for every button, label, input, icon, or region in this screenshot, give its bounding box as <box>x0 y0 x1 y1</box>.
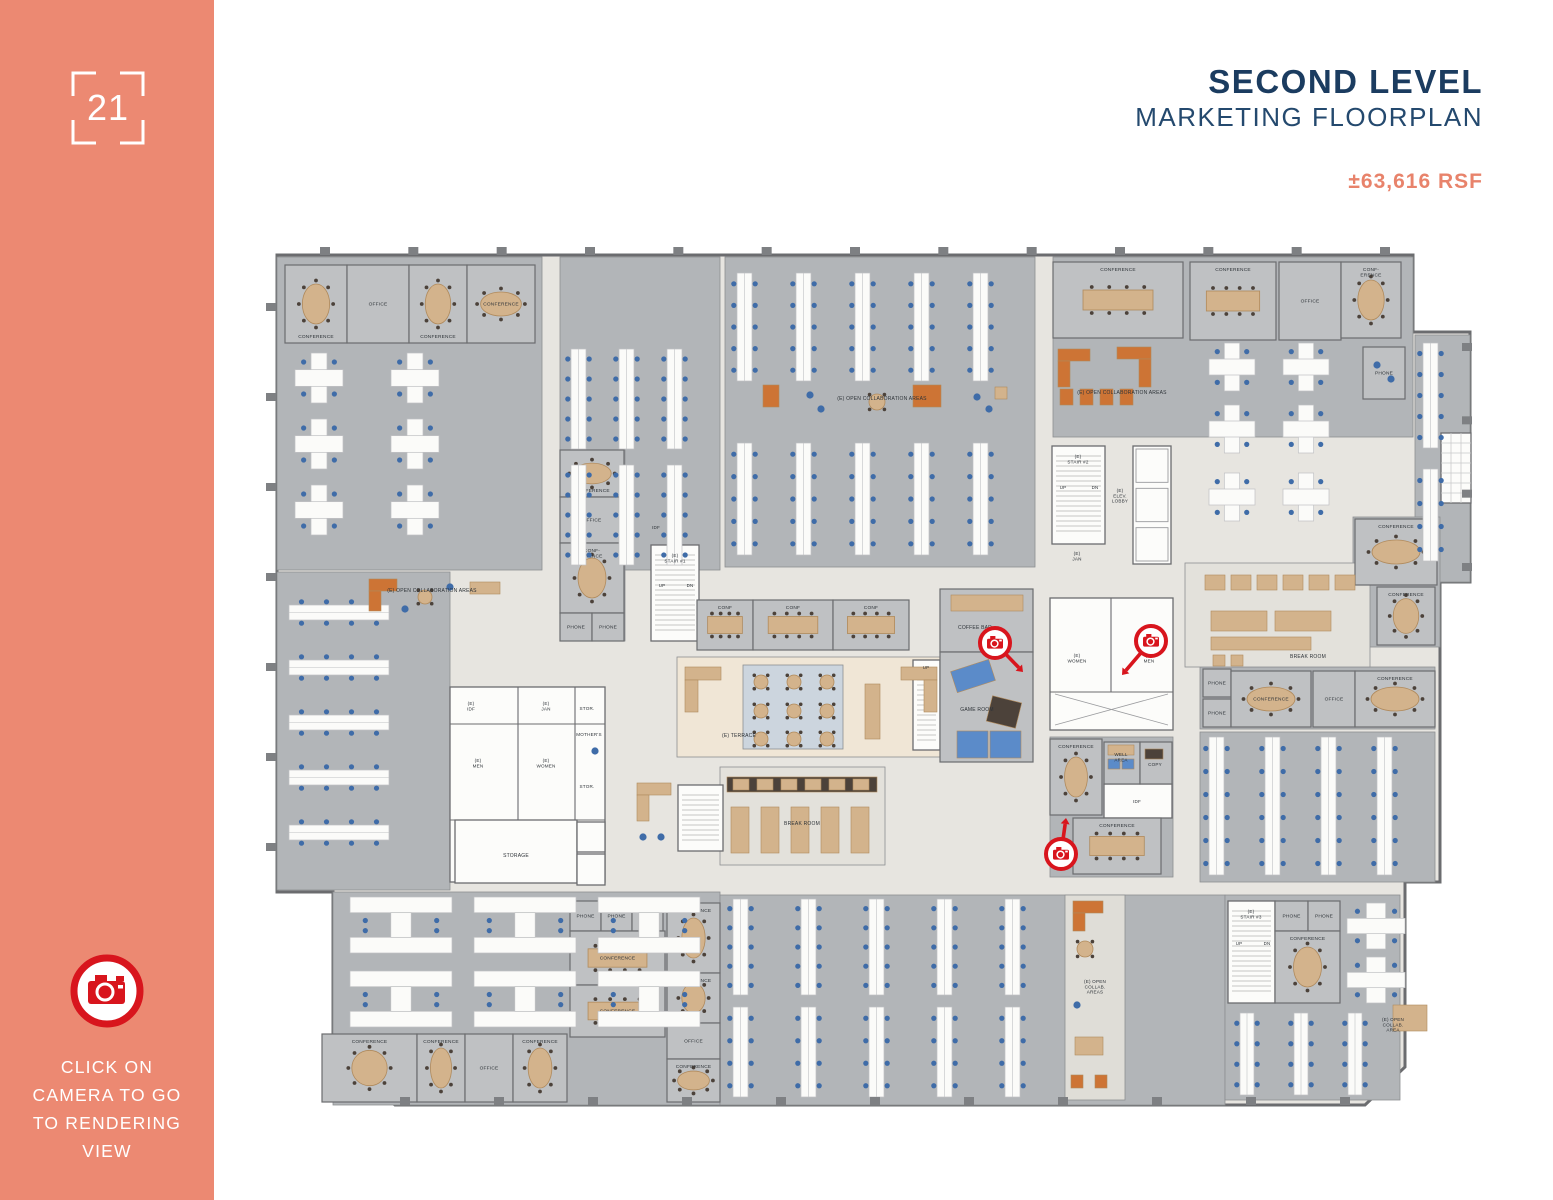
legend-camera-icon[interactable] <box>68 952 146 1035</box>
svg-text:CONFERENCE: CONFERENCE <box>1215 267 1251 273</box>
svg-text:(E) TERRACE: (E) TERRACE <box>722 733 757 739</box>
svg-text:(E) OPEN COLLABORATION AREAS: (E) OPEN COLLABORATION AREAS <box>387 588 477 594</box>
svg-text:CONFERENCE: CONFERENCE <box>1377 676 1413 682</box>
legend-line-3: TO RENDERING <box>32 1113 182 1133</box>
svg-text:OFFICE: OFFICE <box>1301 299 1320 305</box>
svg-text:CONF-ERENCE: CONF-ERENCE <box>581 548 602 560</box>
svg-text:STOR.: STOR. <box>580 706 595 711</box>
svg-text:GAME ROOM: GAME ROOM <box>960 707 993 713</box>
rsf-label: ±63,616 RSF <box>1348 170 1483 193</box>
svg-text:(E)STAIR #2: (E)STAIR #2 <box>1067 454 1088 464</box>
svg-text:PHONE: PHONE <box>1315 914 1333 920</box>
svg-text:IDF: IDF <box>652 525 660 530</box>
page-number: 21 <box>86 87 130 128</box>
svg-text:(E)JAN: (E)JAN <box>541 701 550 711</box>
svg-text:MOTHER'S: MOTHER'S <box>576 732 601 737</box>
legend-line-2: CAMERA TO GO <box>32 1085 182 1105</box>
svg-text:CONFERENCE: CONFERENCE <box>483 302 519 308</box>
svg-text:BREAK ROOM: BREAK ROOM <box>784 821 820 827</box>
svg-text:(E)JAN: (E)JAN <box>1072 551 1081 561</box>
svg-text:CONFERENCE: CONFERENCE <box>420 334 456 340</box>
sidebar: 21 CLICK ON CAMERA TO GO TO RENDERING VI… <box>0 0 214 1200</box>
svg-text:DN: DN <box>1092 485 1099 490</box>
camera-hotspot-2[interactable] <box>1122 624 1168 675</box>
svg-text:PHONE: PHONE <box>599 625 617 631</box>
svg-text:OFFICE: OFFICE <box>369 302 388 308</box>
bracket-frame-icon <box>71 71 145 145</box>
floorplan: CONFERENCE OFFICE CONFERENCE CONFERENCE CONF… <box>265 237 1475 1142</box>
svg-text:CONFERENCE: CONFERENCE <box>574 488 610 494</box>
svg-text:STORAGE: STORAGE <box>503 853 529 859</box>
svg-text:STOR.: STOR. <box>580 784 595 789</box>
svg-text:CONFERENCE: CONFERENCE <box>1290 936 1326 942</box>
svg-text:DN: DN <box>687 583 694 588</box>
svg-text:PHONE: PHONE <box>1375 371 1393 377</box>
svg-text:(E)IDF: (E)IDF <box>467 701 475 711</box>
svg-text:CONF: CONF <box>786 605 800 611</box>
camera-hotspot-3[interactable] <box>1044 818 1078 871</box>
svg-text:UP: UP <box>923 665 930 670</box>
svg-text:CONFERENCE: CONFERENCE <box>352 1039 388 1045</box>
svg-text:PHONE: PHONE <box>1208 711 1226 717</box>
legend-text: CLICK ON CAMERA TO GO TO RENDERING VIEW <box>0 1053 214 1165</box>
svg-text:(E)STAIR #3: (E)STAIR #3 <box>1240 909 1261 919</box>
svg-text:UP: UP <box>1060 485 1067 490</box>
svg-text:CONFERENCE: CONFERENCE <box>522 1039 558 1045</box>
svg-text:IDF: IDF <box>1133 799 1141 804</box>
svg-text:PHONE: PHONE <box>1208 681 1226 687</box>
page-number-badge: 21 <box>68 68 148 148</box>
svg-text:CONFERENCE: CONFERENCE <box>298 334 334 340</box>
svg-text:PHONE: PHONE <box>607 914 625 920</box>
svg-text:CONFERENCE: CONFERENCE <box>423 1039 459 1045</box>
svg-text:CONFERENCE: CONFERENCE <box>676 1064 712 1070</box>
svg-text:(E) OPEN COLLABORATION AREAS: (E) OPEN COLLABORATION AREAS <box>837 396 927 402</box>
legend-line-4: VIEW <box>82 1141 132 1161</box>
svg-text:(E)WOMEN: (E)WOMEN <box>1067 653 1086 663</box>
svg-text:PHONE: PHONE <box>567 625 585 631</box>
svg-text:OFFICE: OFFICE <box>480 1066 499 1072</box>
svg-text:BREAK ROOM: BREAK ROOM <box>1290 654 1326 660</box>
legend-line-1: CLICK ON <box>60 1057 154 1077</box>
svg-text:CONFERENCE: CONFERENCE <box>1388 592 1424 598</box>
svg-text:CONF: CONF <box>864 605 878 611</box>
svg-text:PHONE: PHONE <box>576 914 594 920</box>
svg-text:CONF-ERENCE: CONF-ERENCE <box>1360 267 1381 279</box>
svg-text:(E)ELEV.LOBBY: (E)ELEV.LOBBY <box>1112 488 1128 504</box>
svg-text:UP: UP <box>659 583 666 588</box>
svg-text:PHONE: PHONE <box>1282 914 1300 920</box>
floorplan-svg: CONFERENCE OFFICE CONFERENCE CONFERENCE CONF… <box>266 247 1472 1107</box>
page-title: SECOND LEVEL <box>1208 63 1483 100</box>
svg-text:CONFERENCE: CONFERENCE <box>1378 524 1414 530</box>
svg-text:CONFERENCE: CONFERENCE <box>1253 697 1289 703</box>
svg-text:COFFEE BAR: COFFEE BAR <box>958 625 992 631</box>
svg-text:COPY: COPY <box>1148 762 1162 767</box>
title-block: SECOND LEVEL MARKETING FLOORPLAN ±63,616… <box>1135 64 1483 194</box>
svg-text:OFFICE: OFFICE <box>583 518 602 524</box>
camera-hotspot-1[interactable] <box>978 626 1023 672</box>
svg-text:(E)MEN: (E)MEN <box>473 758 484 768</box>
svg-text:DN: DN <box>1264 941 1271 946</box>
svg-text:(E)STAIR #1: (E)STAIR #1 <box>664 553 685 563</box>
camera-legend: CLICK ON CAMERA TO GO TO RENDERING VIEW <box>0 952 214 1165</box>
svg-text:OFFICE: OFFICE <box>684 1039 703 1045</box>
svg-text:OFFICE: OFFICE <box>1325 697 1344 703</box>
svg-text:(E) OPEN COLLABORATION AREAS: (E) OPEN COLLABORATION AREAS <box>1077 390 1167 396</box>
svg-text:(E)WOMEN: (E)WOMEN <box>536 758 555 768</box>
svg-text:CONFERENCE: CONFERENCE <box>1099 823 1135 829</box>
svg-text:CONFERENCE: CONFERENCE <box>1058 744 1094 750</box>
svg-text:CONFERENCE: CONFERENCE <box>600 956 636 962</box>
svg-text:CONFERENCE: CONFERENCE <box>1100 267 1136 273</box>
svg-text:UP: UP <box>1236 941 1243 946</box>
page-subtitle: MARKETING FLOORPLAN <box>1135 102 1483 132</box>
svg-text:CONF: CONF <box>718 605 732 611</box>
